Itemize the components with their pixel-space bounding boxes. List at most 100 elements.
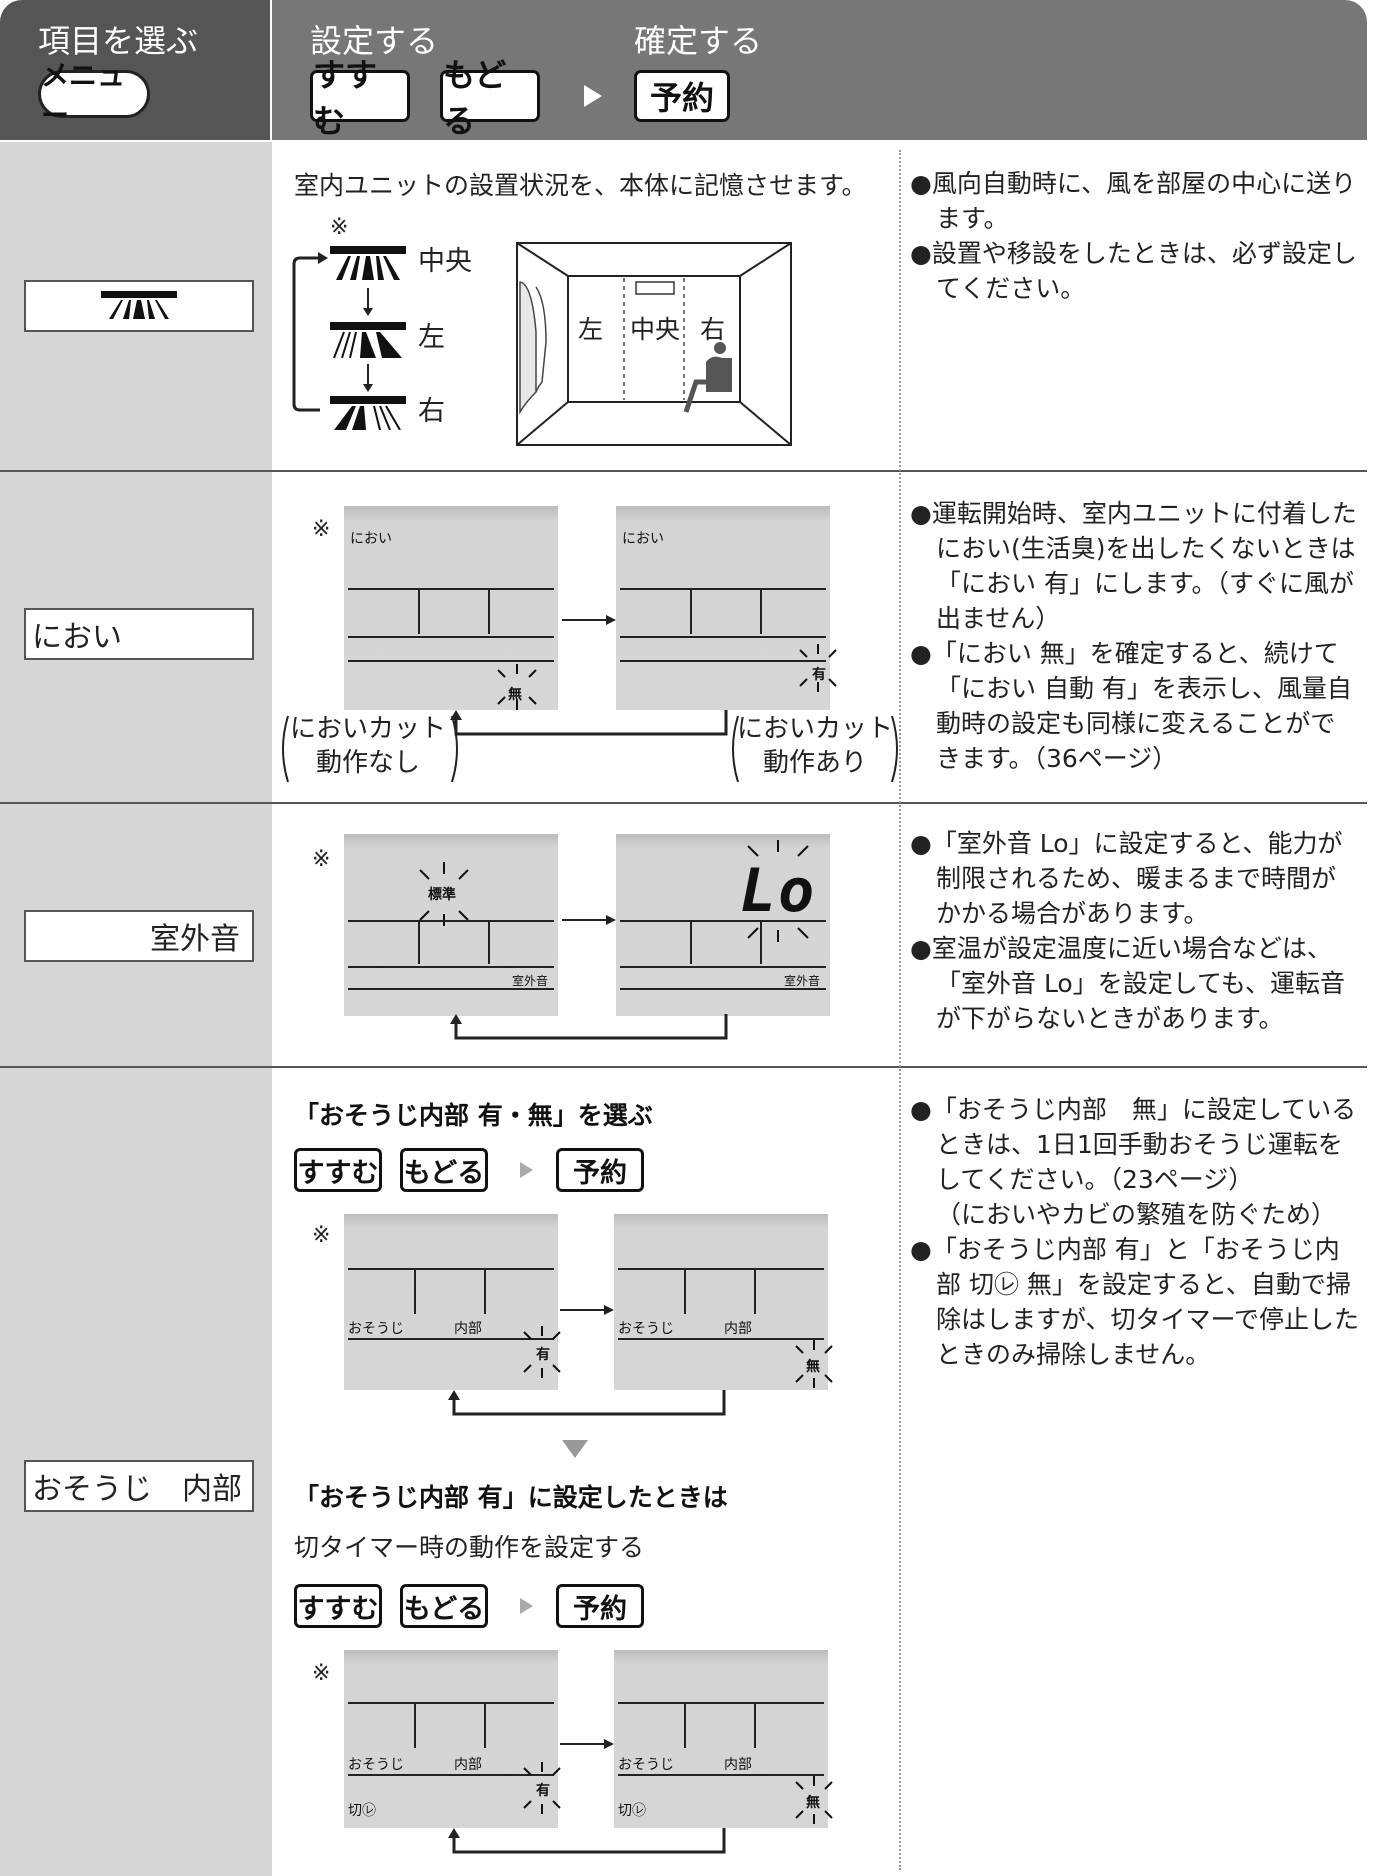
outdoor-panel-standard-tag: 室外音 xyxy=(512,974,549,988)
blink-icon xyxy=(799,644,837,692)
blink-icon xyxy=(523,1762,561,1814)
nioi-panel-on: におい 有 xyxy=(616,506,837,710)
arrow-right-icon xyxy=(520,1162,533,1178)
susumu-button[interactable]: すすむ xyxy=(294,1584,382,1628)
panel-label-osouji: おそうじ xyxy=(618,1321,674,1337)
cleaning-panel-off-value: 無 xyxy=(806,1359,820,1375)
susumu-button[interactable]: すすむ xyxy=(310,56,410,140)
cleaning-note-1-sub: （においやカビの繁殖を防ぐため） xyxy=(936,1200,1337,1229)
timer-cleaning-panel-on: おそうじ 内部 切㋹ 有 xyxy=(344,1650,561,1828)
outdoor-panel-lo-value: Lo xyxy=(740,856,817,926)
arrow-right-icon xyxy=(520,1598,533,1614)
modoru-button[interactable]: もどる xyxy=(400,1584,488,1628)
cleaning-setting-label[interactable]: おそうじ 内部 xyxy=(24,1460,254,1512)
yoyaku-button[interactable]: 予約 xyxy=(556,1584,644,1628)
panel-label-osouji: おそうじ xyxy=(618,1757,674,1773)
panel-label-naibu: 内部 xyxy=(724,1757,752,1773)
louver-asterisk: ※ xyxy=(330,215,349,240)
cleaning-panel-on: おそうじ 内部 有 xyxy=(344,1214,561,1390)
louver-description: 室内ユニットの設置状況を、本体に記憶させます。 xyxy=(294,171,867,200)
timer-panel-off-value: 無 xyxy=(806,1795,820,1811)
nioi-caption-left: においカット 動作なし xyxy=(289,714,446,778)
blink-icon xyxy=(523,1326,561,1378)
nioi-panel-off-label: におい xyxy=(350,531,392,547)
return-arrow-icon xyxy=(450,710,728,736)
outdoor-setting-label[interactable]: 室外音 xyxy=(24,910,254,962)
blink-icon xyxy=(497,664,537,710)
louver-sequence-diagram xyxy=(292,246,406,430)
cleaning-asterisk-1: ※ xyxy=(312,1223,331,1248)
blink-icon xyxy=(795,1340,833,1388)
outdoor-panel-lo: Lo 室外音 xyxy=(616,834,830,1016)
cleaning-panel-on-value: 有 xyxy=(536,1347,550,1363)
nioi-note-2: ●「におい 無」を確定すると、続けて「におい 自動 有」を表示し、風量自動時の設… xyxy=(910,639,1352,773)
select-item-title: 項目を選ぶ xyxy=(38,22,199,60)
louver-position-left: 左 xyxy=(418,322,445,353)
menu-button[interactable]: メニュー xyxy=(38,59,150,132)
panel-timer-label: 切㋹ xyxy=(348,1803,376,1819)
cleaning-panel-off: おそうじ 内部 無 xyxy=(614,1214,833,1390)
arrow-right-icon xyxy=(560,1739,614,1749)
header-set-column: 設定する 確定する すすむ もどる 予約 xyxy=(272,0,1367,140)
louver-position-center: 中央 xyxy=(418,246,472,277)
susumu-button[interactable]: すすむ xyxy=(294,1148,382,1192)
arrow-right-icon xyxy=(584,85,602,107)
return-arrow-icon xyxy=(448,1390,726,1416)
yoyaku-button[interactable]: 予約 xyxy=(556,1148,644,1192)
panel-label-naibu: 内部 xyxy=(454,1757,482,1773)
outdoor-panel-standard: 標準 室外音 xyxy=(344,834,558,1016)
panel-label-osouji: おそうじ xyxy=(348,1321,404,1337)
outdoor-panel-standard-value: 標準 xyxy=(428,887,456,903)
confirm-title: 確定する xyxy=(634,22,763,60)
cleaning-asterisk-2: ※ xyxy=(312,1661,331,1686)
room-illustration xyxy=(516,242,792,446)
bracket-icon xyxy=(282,715,458,783)
header-select-column: 項目を選ぶ メニュー xyxy=(0,0,270,140)
timer-panel-on-value: 有 xyxy=(536,1783,550,1799)
arrow-right-icon xyxy=(562,915,616,925)
nioi-caption-right: においカット 動作あり xyxy=(736,714,893,778)
row-divider xyxy=(0,802,1367,804)
return-arrow-icon xyxy=(448,1828,726,1854)
louver-note-2: ●設置や移設をしたときは、必ず設定してください。 xyxy=(910,239,1357,303)
louver-center-icon xyxy=(101,291,177,319)
nioi-panel-on-label: におい xyxy=(622,531,664,547)
arrow-right-icon xyxy=(562,615,616,625)
modoru-button[interactable]: もどる xyxy=(440,56,540,140)
louver-position-right: 右 xyxy=(418,396,445,427)
outdoor-note-2: ●室温が設定温度に近い場合などは、「室外音 Lo」を設定しても、運転音が下がらな… xyxy=(910,934,1345,1033)
nioi-setting-label[interactable]: におい xyxy=(24,608,254,660)
room-label-center: 中央 xyxy=(630,315,681,344)
nioi-panel-off: におい 無 xyxy=(344,506,558,710)
cleaning-heading-1: 「おそうじ内部 有・無」を選ぶ xyxy=(294,1101,653,1130)
blink-icon xyxy=(747,840,809,942)
blink-icon xyxy=(795,1776,833,1824)
panel-label-naibu: 内部 xyxy=(724,1321,752,1337)
outdoor-notes: ●「室外音 Lo」に設定すると、能力が制限されるため、暖まるまで時間がかかる場合… xyxy=(910,826,1360,1036)
louver-note-1: ●風向自動時に、風を部屋の中心に送ります。 xyxy=(910,169,1357,233)
modoru-button[interactable]: もどる xyxy=(400,1148,488,1192)
outdoor-note-1: ●「室外音 Lo」に設定すると、能力が制限されるため、暖まるまで時間がかかる場合… xyxy=(910,829,1343,928)
louver-notes: ●風向自動時に、風を部屋の中心に送ります。 ●設置や移設をしたときは、必ず設定し… xyxy=(910,166,1360,306)
nioi-asterisk: ※ xyxy=(312,517,331,542)
column-divider xyxy=(899,150,901,1870)
nioi-note-1: ●運転開始時、室内ユニットに付着したにおい(生活臭)を出したくないときは「におい… xyxy=(910,499,1357,633)
panel-label-osouji: おそうじ xyxy=(348,1757,404,1773)
yoyaku-button[interactable]: 予約 xyxy=(634,70,730,122)
arrow-down-icon xyxy=(562,1440,588,1458)
set-title: 設定する xyxy=(310,22,439,60)
cleaning-heading-2: 「おそうじ内部 有」に設定したときは xyxy=(294,1483,728,1512)
blink-icon xyxy=(419,862,469,926)
bracket-icon xyxy=(732,715,898,783)
return-arrow-icon xyxy=(450,1014,728,1040)
outdoor-panel-lo-tag: 室外音 xyxy=(784,974,821,988)
room-label-right: 右 xyxy=(700,315,726,344)
arrow-right-icon xyxy=(560,1305,614,1315)
outdoor-asterisk: ※ xyxy=(312,847,331,872)
nioi-panel-off-value: 無 xyxy=(508,687,522,703)
row-divider xyxy=(0,1066,1367,1068)
nioi-notes: ●運転開始時、室内ユニットに付着したにおい(生活臭)を出したくないときは「におい… xyxy=(910,496,1360,776)
louver-setting-label[interactable] xyxy=(24,280,254,332)
timer-cleaning-panel-off: おそうじ 内部 切㋹ 無 xyxy=(614,1650,833,1828)
panel-label-naibu: 内部 xyxy=(454,1321,482,1337)
